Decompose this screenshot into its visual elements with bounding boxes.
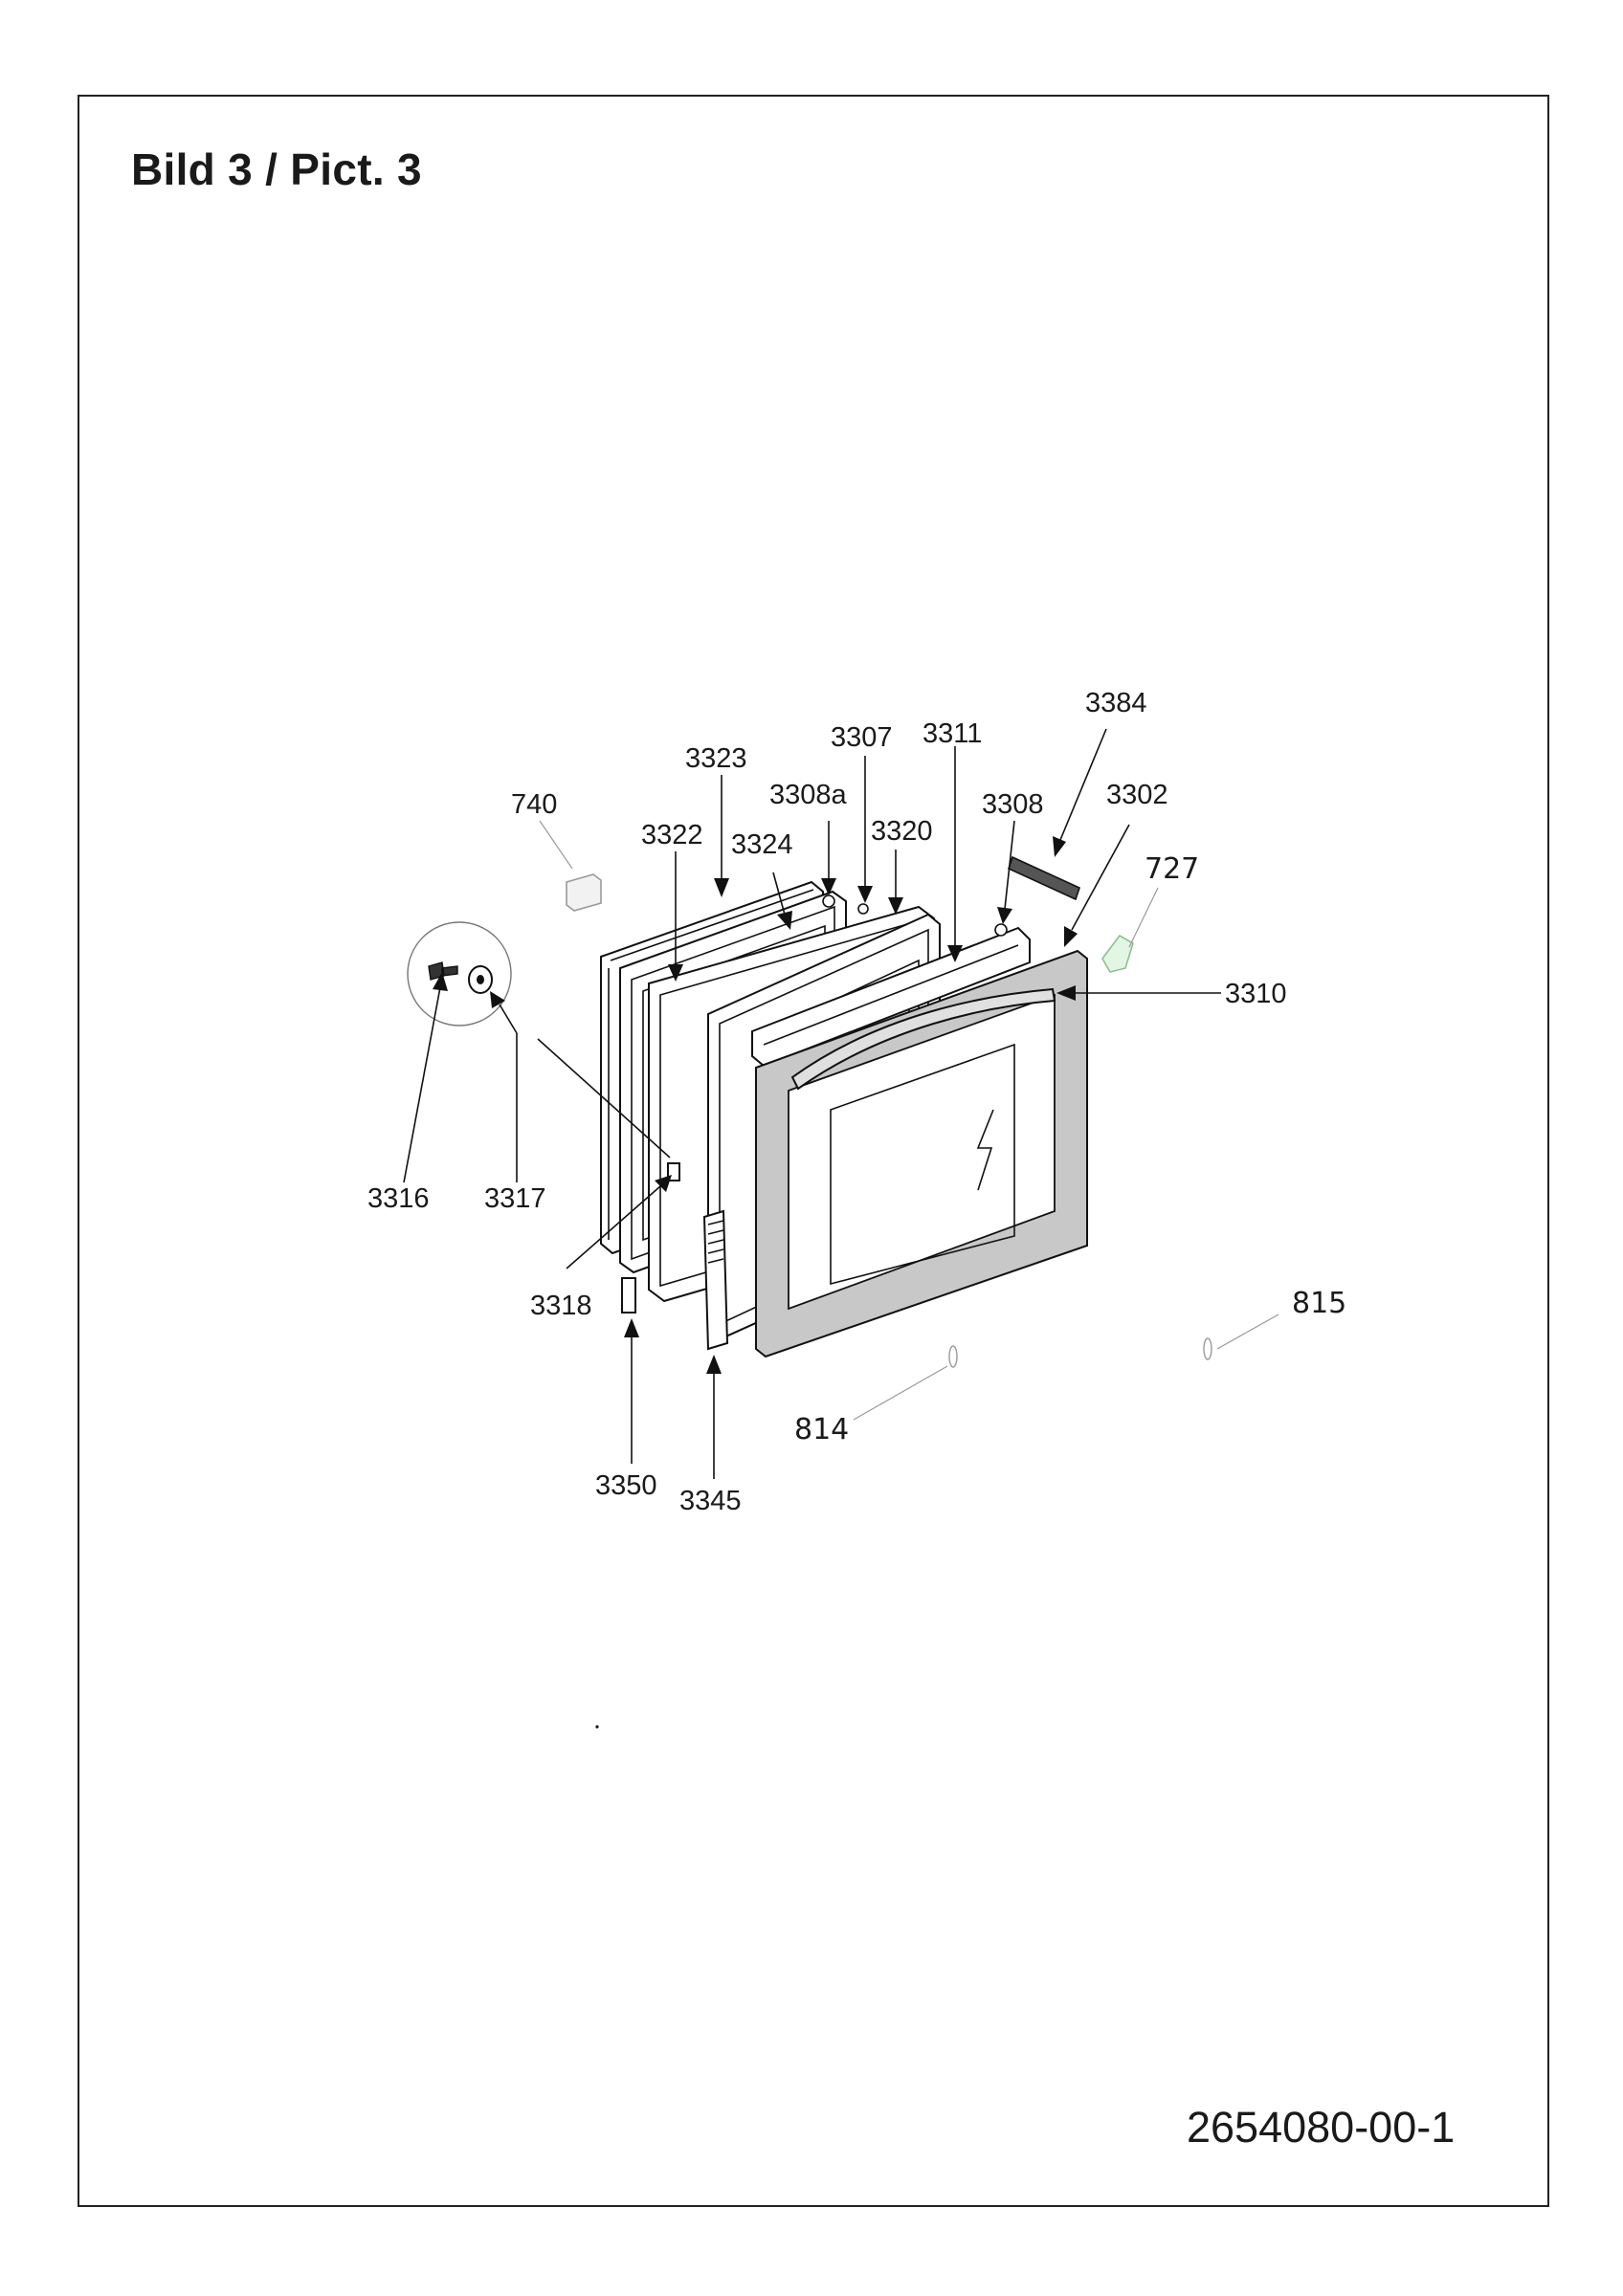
label-3311: 3311: [923, 718, 982, 749]
screw-3308a: [822, 894, 835, 908]
washer-3307: [857, 903, 869, 915]
leader-lines: [403, 728, 1279, 1479]
hinge-cover: [621, 1277, 636, 1314]
label-815: 815: [1292, 1287, 1346, 1320]
small-parts: [407, 855, 1212, 1729]
top-profile: [751, 926, 1031, 1068]
page-title: Bild 3 / Pict. 3: [131, 144, 422, 194]
label-3316: 3316: [367, 1183, 430, 1214]
door-hinge: [702, 1209, 729, 1351]
bracket-part: [1101, 934, 1134, 973]
screw-3308: [994, 923, 1008, 937]
part-number-labels: 740 3323 3307 3311 3384 3308a 3308 3302 …: [367, 688, 1346, 1516]
grommet-815: [1203, 1337, 1212, 1360]
label-814: 814: [794, 1413, 849, 1446]
label-3384: 3384: [1085, 688, 1147, 718]
label-3308a: 3308a: [769, 780, 848, 810]
document-number: 2654080-00-1: [1187, 2103, 1456, 2152]
label-3317: 3317: [484, 1183, 546, 1214]
label-3324: 3324: [731, 829, 793, 860]
label-3322: 3322: [641, 820, 703, 850]
label-3318: 3318: [530, 1291, 592, 1321]
door-handle: [790, 987, 1056, 1091]
label-3323: 3323: [685, 743, 747, 774]
label-3310: 3310: [1225, 979, 1287, 1009]
door-assembly: [600, 880, 1088, 1358]
label-3320: 3320: [871, 816, 933, 847]
glass-warning-mark: [976, 1109, 994, 1191]
label-727: 727: [1145, 852, 1199, 886]
label-740: 740: [511, 789, 557, 820]
detail-circle: [407, 921, 512, 1027]
label-3308: 3308: [982, 789, 1044, 820]
grommet-814: [948, 1345, 958, 1368]
clip-strip: [1008, 855, 1080, 901]
label-3307: 3307: [831, 722, 893, 753]
label-3302: 3302: [1106, 780, 1168, 810]
label-3345: 3345: [679, 1486, 742, 1516]
label-3350: 3350: [595, 1470, 657, 1501]
stray-dot: [595, 1725, 599, 1729]
drawing-frame: [78, 95, 1549, 2207]
latch-part: [566, 873, 602, 912]
